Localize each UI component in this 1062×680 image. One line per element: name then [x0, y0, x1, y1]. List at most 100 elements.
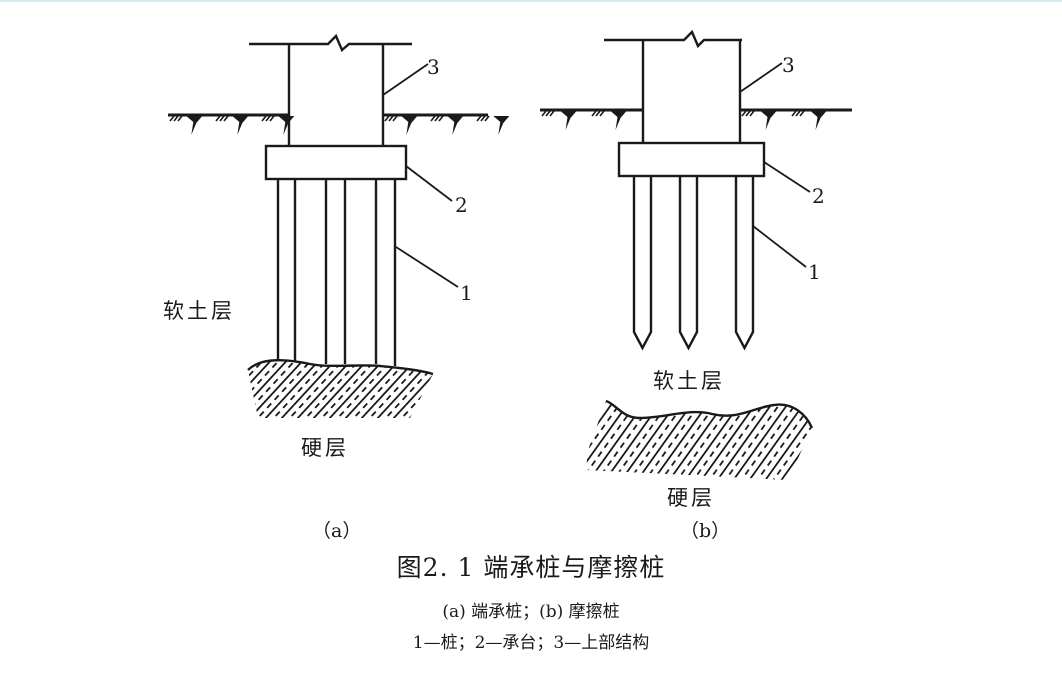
hatch-line: [586, 401, 625, 480]
figure-caption-title: 图2. 1 端承桩与摩擦桩: [396, 553, 666, 582]
ground-tick: [388, 115, 394, 122]
hatch-line: [771, 401, 812, 480]
ground-tick: [541, 110, 547, 117]
hatch-line: [423, 360, 433, 418]
ground-tick: [595, 110, 601, 117]
ground-tooth: [493, 116, 510, 135]
callout-1-b: 1: [808, 260, 821, 284]
ground-tick: [430, 115, 436, 122]
hard-layer-label-b: 硬层: [667, 486, 715, 510]
hatch-line: [595, 401, 657, 480]
hatch-line: [303, 360, 365, 418]
ground-tick: [749, 110, 755, 117]
hatch-line: [263, 360, 325, 418]
hatch-line: [603, 401, 665, 480]
hatch-line: [803, 401, 812, 480]
break-line-a: [249, 33, 412, 52]
hatch-line: [707, 401, 769, 480]
ground-tick: [261, 115, 267, 122]
hard-layer-label-a: 硬层: [301, 436, 349, 460]
break-line-b: [604, 29, 742, 49]
hatch-line: [587, 401, 649, 480]
callout-1-a: 1: [460, 281, 473, 305]
hatch-line: [667, 401, 729, 480]
piles-b: [632, 176, 755, 351]
hatch-line: [248, 360, 269, 418]
hatch-line: [375, 360, 433, 418]
hatch-line: [248, 360, 277, 418]
ground-tick: [265, 115, 271, 122]
hatch-line: [651, 401, 713, 480]
ground-tick: [223, 115, 229, 122]
callout-3-b: 3: [782, 53, 795, 77]
hatch-line: [415, 360, 433, 418]
hatch-line: [619, 401, 681, 480]
leader-3-a: [382, 63, 429, 96]
panel-b-label: （b）: [680, 520, 730, 542]
ground-tooth: [760, 111, 777, 130]
ground-tooth: [401, 116, 418, 135]
hatch-line: [271, 360, 333, 418]
hatch-line: [659, 401, 721, 480]
hatch-line: [755, 401, 812, 480]
hatch-line: [627, 401, 689, 480]
ground-tick: [219, 115, 225, 122]
ground-tick: [384, 115, 390, 122]
ground-tick: [795, 110, 801, 117]
ground-tooth: [560, 111, 577, 130]
hatch-line: [586, 401, 609, 480]
ground-tick: [480, 115, 486, 122]
pile-cap-b: [617, 141, 766, 178]
hatch-line: [699, 401, 761, 480]
ground-tooth: [610, 111, 627, 130]
leader-1-b: [752, 225, 807, 268]
ground-tick: [791, 110, 797, 117]
hard-layer-hatch-b: [586, 401, 812, 480]
callout-3-a: 3: [427, 55, 440, 79]
hatch-line: [691, 401, 753, 480]
ground-tooth: [278, 116, 295, 135]
hatch-line: [779, 401, 812, 480]
figure-caption-legend: 1—桩；2—承台；3—上部结构: [412, 633, 650, 653]
ground-tick: [177, 115, 183, 122]
ground-tooth: [810, 111, 827, 130]
hatch-line: [586, 401, 641, 480]
hatch-line: [295, 360, 357, 418]
hatch-line: [248, 360, 293, 418]
ground-tick: [745, 110, 751, 117]
hatch-line: [407, 360, 433, 418]
ground-tick: [173, 115, 179, 122]
hatch-line: [399, 360, 433, 418]
hatch-line: [586, 401, 601, 480]
figure-caption-subtitle: (a) 端承桩；(b) 摩擦桩: [442, 602, 620, 622]
hatch-line: [715, 401, 777, 480]
ground-tick: [799, 110, 805, 117]
ground-tooth: [232, 116, 249, 135]
ground-tick: [392, 115, 398, 122]
hatch-line: [383, 360, 433, 418]
pile-cap-a: [264, 144, 408, 181]
hatch-line: [255, 360, 317, 418]
hatch-line: [586, 401, 617, 480]
ground-tick: [549, 110, 555, 117]
hatch-line: [327, 360, 389, 418]
top-edge-line: [0, 0, 1062, 2]
ground-tooth: [186, 116, 203, 135]
ground-tick: [269, 115, 275, 122]
hatch-line: [643, 401, 705, 480]
ground-hatch-b: [541, 110, 827, 130]
hatch-line: [311, 360, 373, 418]
hatch-line: [811, 401, 812, 480]
leader-2-a: [405, 165, 453, 202]
ground-tooth: [447, 116, 464, 135]
hatch-line: [248, 360, 285, 418]
piles-a: [276, 179, 397, 366]
hatch-line: [763, 401, 812, 480]
leader-2-b: [763, 161, 811, 193]
ground-tick: [599, 110, 605, 117]
hatch-line: [675, 401, 737, 480]
ground-tick: [215, 115, 221, 122]
ground-hatch-a: [169, 115, 510, 135]
hatch-line: [747, 401, 809, 480]
